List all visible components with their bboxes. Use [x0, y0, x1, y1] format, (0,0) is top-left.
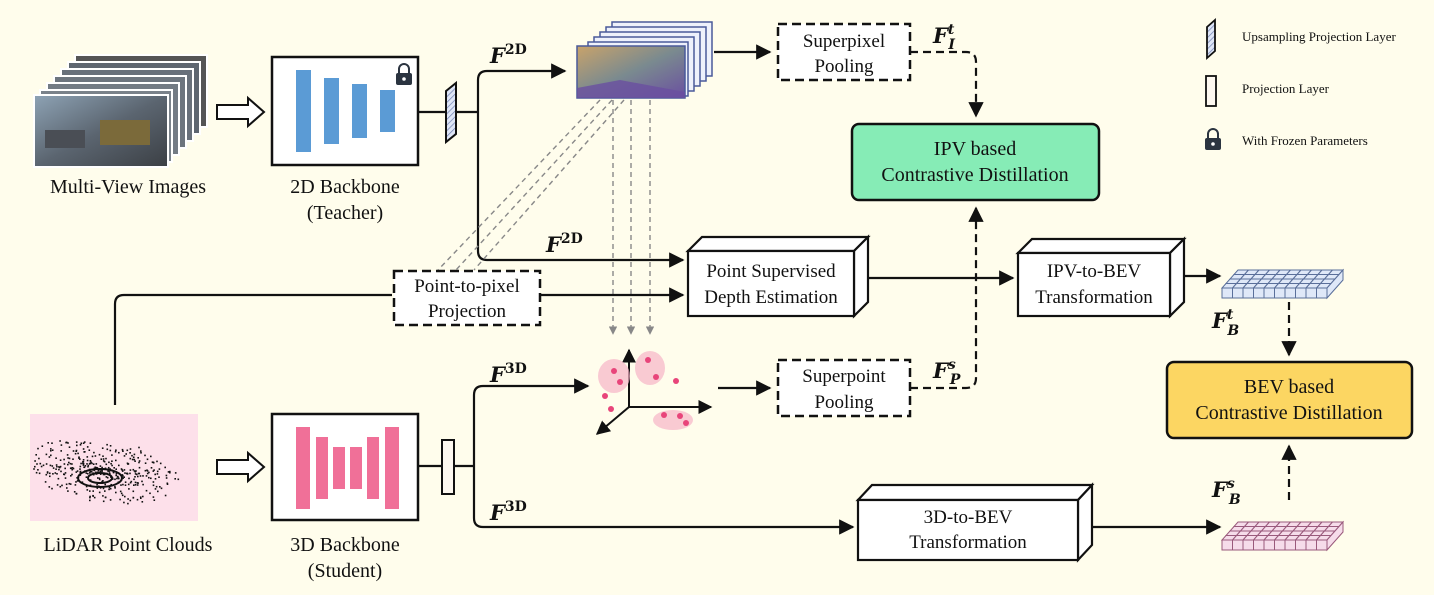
- multi-view-images: [33, 54, 208, 168]
- grid-front-cell: [1232, 539, 1244, 551]
- ipv-to-bev-box: [1015, 236, 1187, 319]
- grid-front-cell: [1295, 287, 1307, 299]
- f3d-arrow-bottom: [472, 466, 855, 535]
- grid-front-cell: [1242, 539, 1254, 551]
- superpoint-label-2: Pooling: [814, 392, 874, 413]
- lidar-to-projection-line: [113, 293, 392, 405]
- superpoint-label-1: Superpoint: [802, 366, 886, 387]
- teacher-label-2: (Teacher): [307, 202, 383, 224]
- grid-front-cell: [1316, 287, 1328, 299]
- bev-distillation-box: [1165, 360, 1414, 440]
- student-bev-grid: [1220, 520, 1345, 552]
- bev3d-label-1: 3D-to-BEV: [924, 507, 1013, 528]
- bev3d-label-2: Transformation: [909, 532, 1027, 553]
- superpoint-axes-icon: [595, 348, 713, 435]
- superpixel-label-1: Superpixel: [803, 31, 885, 52]
- legend-projection-label: Projection Layer: [1242, 81, 1330, 96]
- legend-lock-icon: [1205, 128, 1221, 150]
- student-label-1: 3D Backbone: [290, 534, 400, 556]
- lock-icon: [396, 63, 412, 85]
- f2d-arrow-top: [476, 63, 567, 112]
- grid-front-cell: [1284, 539, 1296, 551]
- fi-arrow: [910, 50, 984, 118]
- projection-label-2: Projection: [428, 301, 507, 322]
- student-label-2: (Student): [308, 560, 382, 582]
- ipvbev-label-1: IPV-to-BEV: [1047, 261, 1142, 282]
- grid-front-cell: [1221, 287, 1233, 299]
- depth-estimation-box: [685, 234, 871, 319]
- ipv-distill-label-1: IPV based: [934, 138, 1016, 160]
- grid-front-cell: [1232, 287, 1244, 299]
- lidar-label: LiDAR Point Clouds: [44, 534, 213, 556]
- teacher-bev-grid: [1220, 268, 1345, 300]
- superpixel-pooling-box: [776, 22, 912, 82]
- grid-front-cell: [1242, 287, 1254, 299]
- grid-side: [1326, 268, 1344, 300]
- teacher-label-1: 2D Backbone: [290, 176, 400, 198]
- grid-front-cell: [1274, 287, 1286, 299]
- grid-front-cell: [1295, 539, 1307, 551]
- grid-side: [1326, 520, 1344, 552]
- grid-front-cell: [1305, 539, 1317, 551]
- ipvbev-label-2: Transformation: [1035, 287, 1153, 308]
- grid-front-cell: [1316, 539, 1328, 551]
- f2d-label-top: F2D: [489, 42, 527, 68]
- projection-label-1: Point-to-pixel: [414, 276, 520, 297]
- bev-distill-label-2: Contrastive Distillation: [1195, 402, 1382, 424]
- grid-front-cell: [1253, 287, 1265, 299]
- depth-label-2: Depth Estimation: [704, 287, 838, 308]
- f2d-arrow-depth: [476, 112, 685, 268]
- projection-layer-student: [441, 439, 455, 495]
- student-backbone: [270, 412, 420, 522]
- upsampling-layer-teacher: [445, 80, 457, 145]
- lidar-point-cloud: [30, 414, 198, 521]
- grid-front-cell: [1253, 539, 1265, 551]
- depth-label-1: Point Supervised: [706, 261, 836, 282]
- legend-upsampling-icon: [1206, 18, 1216, 60]
- ipv-distillation-box: [850, 122, 1101, 202]
- f3d-arrow-top: [472, 378, 590, 466]
- legend-upsampling-label: Upsampling Projection Layer: [1242, 29, 1396, 44]
- ipv-distill-label-2: Contrastive Distillation: [881, 164, 1068, 186]
- teacher-backbone: [270, 55, 420, 167]
- projection-lines: [437, 99, 655, 335]
- legend-frozen-label: With Frozen Parameters: [1242, 133, 1368, 148]
- fp-arrow: [910, 206, 984, 390]
- images-label: Multi-View Images: [50, 176, 206, 198]
- hollow-arrow-teacher: [216, 95, 266, 129]
- grid-front-cell: [1284, 287, 1296, 299]
- f3d-label-top: F3D: [489, 361, 527, 387]
- projection-box: [392, 269, 542, 327]
- legend-projection-icon: [1205, 75, 1217, 107]
- grid-front-cell: [1221, 539, 1233, 551]
- image-feature-stack: [576, 21, 713, 99]
- legend: Upsampling Projection Layer Projection L…: [1205, 18, 1396, 150]
- bev-distill-label-1: BEV based: [1244, 376, 1334, 398]
- f3d-label-bottom: F3D: [489, 499, 527, 525]
- hollow-arrow-student: [216, 450, 266, 484]
- grid-front-cell: [1263, 539, 1275, 551]
- superpixel-label-2: Pooling: [814, 56, 874, 77]
- grid-front-cell: [1305, 287, 1317, 299]
- grid-front-cell: [1263, 287, 1275, 299]
- grid-front-cell: [1274, 539, 1286, 551]
- 3d-to-bev-box: [855, 482, 1095, 563]
- f2d-label-depth: F2D: [545, 231, 583, 257]
